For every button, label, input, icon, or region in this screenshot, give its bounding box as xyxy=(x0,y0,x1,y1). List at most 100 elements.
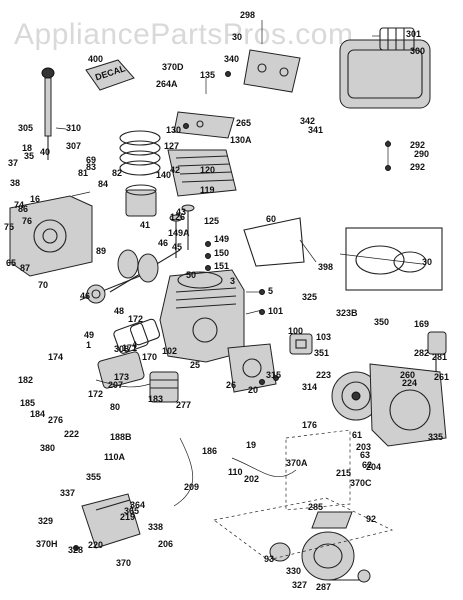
part-number-label: 260 xyxy=(400,370,415,380)
part-number-label: 341 xyxy=(308,125,323,135)
part-number-label: 20 xyxy=(248,385,258,395)
part-number-label: 120 xyxy=(200,165,215,175)
decal-card: DECAL xyxy=(85,59,135,91)
part-number-label: 380 xyxy=(40,443,55,453)
part-number-label: 25 xyxy=(190,360,200,370)
valves xyxy=(169,204,195,258)
part-number-label: 209 xyxy=(184,482,199,492)
part-number-label: 220 xyxy=(88,540,103,550)
part-number-label: 364 xyxy=(130,500,145,510)
part-number-label: 130A xyxy=(230,135,252,145)
part-number-label: 184 xyxy=(30,409,45,419)
part-number-label: 328 xyxy=(68,545,83,555)
part-number-label: 224 xyxy=(402,378,417,388)
part-number-label: 215 xyxy=(336,468,351,478)
part-number-label: 110 xyxy=(228,467,243,477)
part-number-label: 173 xyxy=(114,372,129,382)
crankshaft xyxy=(109,249,181,293)
muffler xyxy=(81,493,141,549)
piston-rings xyxy=(119,130,161,176)
part-number-label: 308 xyxy=(114,344,129,354)
part-number-label: 76 xyxy=(22,216,32,226)
part-number-label: 207 xyxy=(108,380,123,390)
part-number-label: 261 xyxy=(434,372,449,382)
part-number-label: 400 xyxy=(88,54,103,64)
part-number-label: 172 xyxy=(88,389,103,399)
part-number-label: 135 xyxy=(200,70,215,80)
part-number-label: 93 xyxy=(264,554,274,564)
part-number-label: 35 xyxy=(24,151,34,161)
part-number-label: 82 xyxy=(112,168,122,178)
part-number-label: 186 xyxy=(202,446,217,456)
part-number-label: 282 xyxy=(414,348,429,358)
part-number-label: 182 xyxy=(18,375,33,385)
part-number-label: 327 xyxy=(292,580,307,590)
part-number-label: 171 xyxy=(122,343,137,353)
part-number-label: 338 xyxy=(148,522,163,532)
part-number-label: 45 xyxy=(172,242,182,252)
part-number-label: 290 xyxy=(414,149,429,159)
part-number-label: 75 xyxy=(4,222,14,232)
part-number-label: 119 xyxy=(200,185,215,195)
part-number-label: 265 xyxy=(236,118,251,128)
part-number-label: 169 xyxy=(414,319,429,329)
part-number-label: 26 xyxy=(226,380,236,390)
part-number-label: 350 xyxy=(374,317,389,327)
part-number-label: 287 xyxy=(316,582,331,592)
part-number-label: 329 xyxy=(38,516,53,526)
part-number-label: 149A xyxy=(168,228,190,238)
part-number-label: 86 xyxy=(18,204,28,214)
gasket-60 xyxy=(243,217,305,267)
recoil-starter xyxy=(269,531,371,583)
part-number-label: 314 xyxy=(302,382,317,392)
part-number-label: 222 xyxy=(64,429,79,439)
part-number-label: 81 xyxy=(78,168,88,178)
part-number-label: 342 xyxy=(300,116,315,126)
part-number-label: 170 xyxy=(142,352,157,362)
part-number-label: 89 xyxy=(96,246,106,256)
part-number-label: 63 xyxy=(360,450,370,460)
part-number-label: 30 xyxy=(422,257,432,267)
part-number-label: 41 xyxy=(140,220,150,230)
part-number-label: 370C xyxy=(350,478,372,488)
engine-block xyxy=(159,269,245,363)
part-number-label: 140 xyxy=(156,170,171,180)
part-number-label: 335 xyxy=(428,432,443,442)
part-number-label: 1 xyxy=(86,340,91,350)
part-number-label: 126 xyxy=(170,212,185,222)
part-number-label: 37 xyxy=(8,158,18,168)
part-number-label: 16 xyxy=(30,194,40,204)
part-number-label: 4 xyxy=(132,340,137,350)
part-number-label: 337 xyxy=(60,488,75,498)
part-number-label: 60 xyxy=(266,214,276,224)
part-number-label: 264A xyxy=(156,79,178,89)
part-number-label: 355 xyxy=(86,472,101,482)
dashed-frames xyxy=(213,429,394,561)
part-number-label: 301 xyxy=(406,29,421,39)
part-number-label: 305 xyxy=(18,123,33,133)
part-number-label: 74 xyxy=(14,200,24,210)
watermark-text: AppliancePartsPros.com xyxy=(14,18,353,51)
part-number-label: 325 xyxy=(302,292,317,302)
part-number-label: 203 xyxy=(356,442,371,452)
part-number-label: 281 xyxy=(432,352,447,362)
bracket-265 xyxy=(173,111,235,139)
part-number-label: 42 xyxy=(170,165,180,175)
part-number-label: 30 xyxy=(232,32,242,42)
part-number-labels: 29830130030340400370D264A135130130A26512… xyxy=(4,10,449,592)
part-number-label: 43 xyxy=(176,207,186,217)
part-number-label: 292 xyxy=(410,140,425,150)
part-number-label: 285 xyxy=(308,502,323,512)
part-number-label: 323B xyxy=(336,308,358,318)
part-number-label: 70 xyxy=(38,280,48,290)
part-number-label: 110A xyxy=(104,452,126,462)
part-number-label: 65 xyxy=(6,258,16,268)
part-number-label: 370A xyxy=(286,458,308,468)
part-number-label: 46 xyxy=(158,238,168,248)
part-number-label: 69 xyxy=(86,155,96,165)
part-number-label: 204 xyxy=(366,462,381,472)
part-number-label: 365 xyxy=(124,506,139,516)
part-number-label: 202 xyxy=(244,474,259,484)
part-number-label: 84 xyxy=(98,179,108,189)
